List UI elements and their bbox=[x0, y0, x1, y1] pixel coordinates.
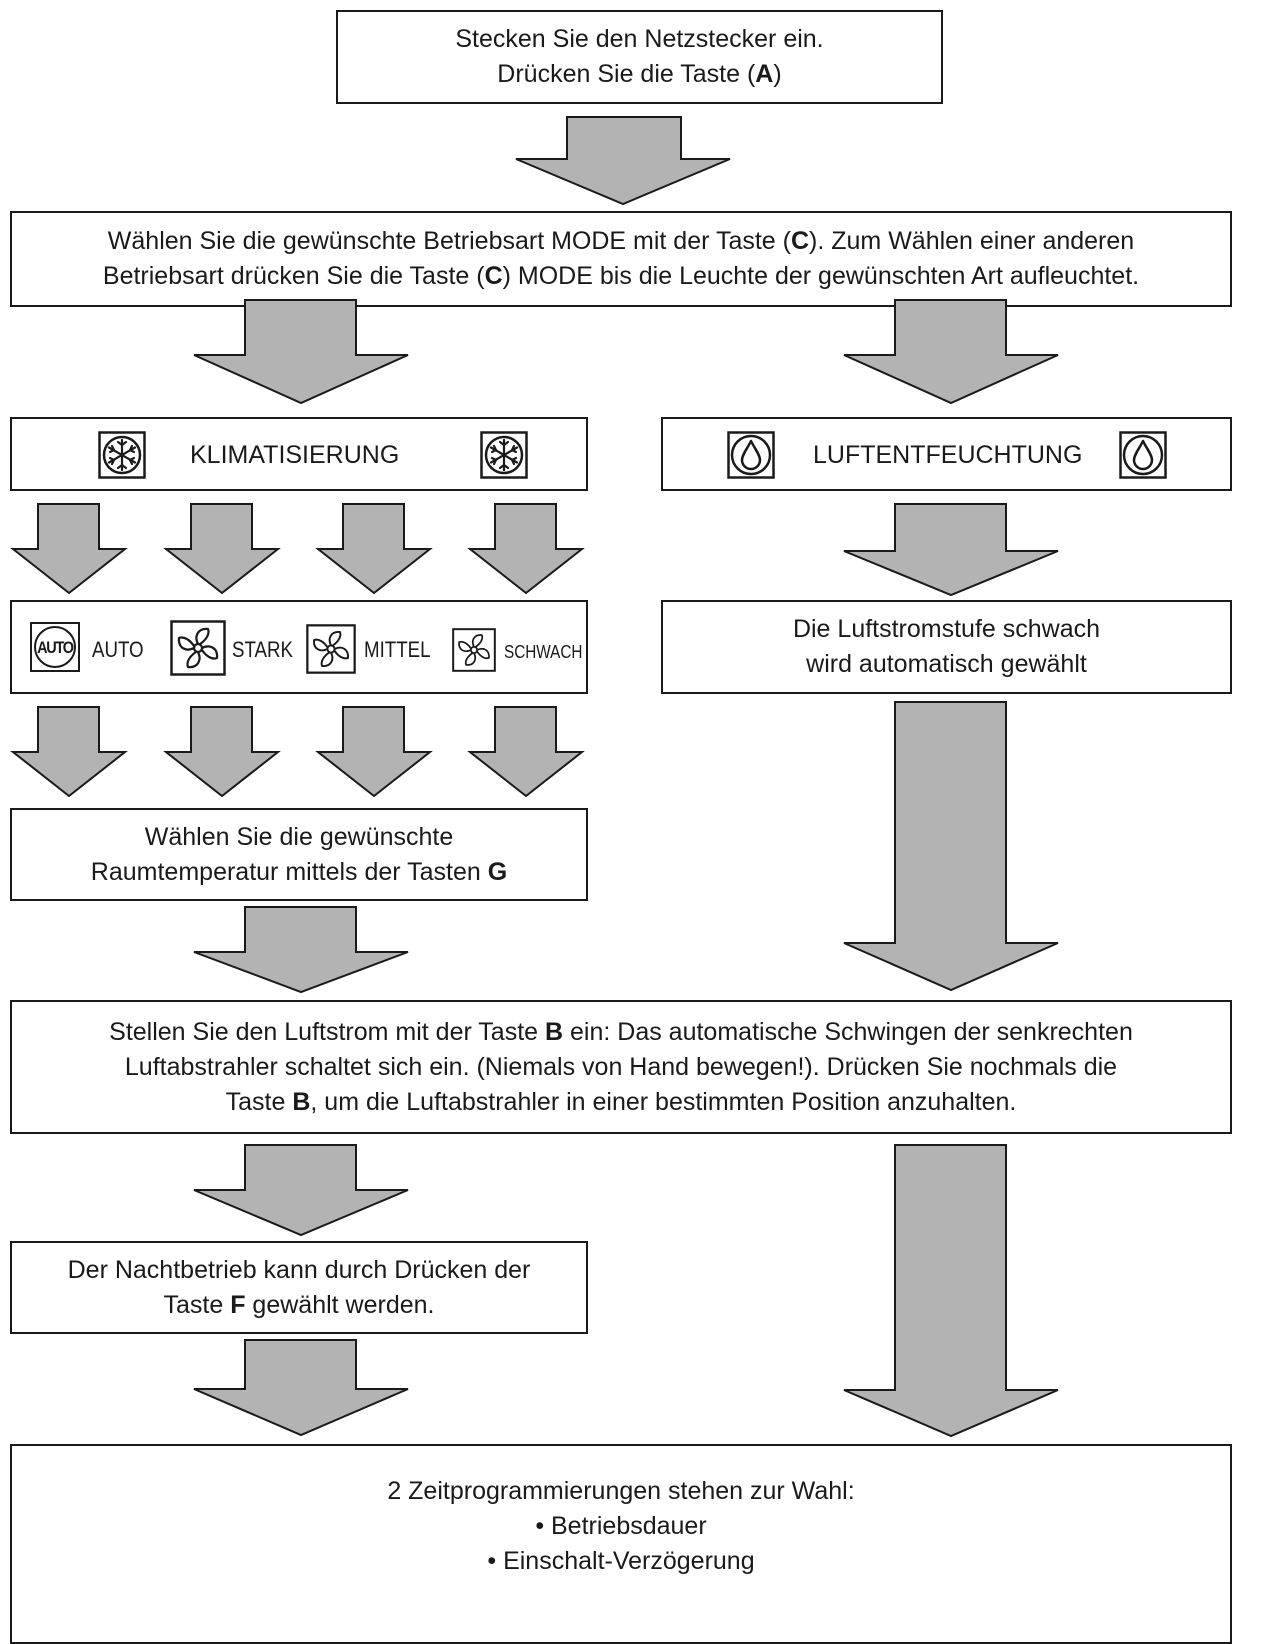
step-timer-line1: 2 Zeitprogrammierungen stehen zur Wahl: bbox=[387, 1477, 855, 1505]
flow-arrow bbox=[315, 503, 433, 595]
key-b: B bbox=[292, 1087, 311, 1116]
step-select-mode-line2: Betriebsart drücken Sie die Taste (C) MO… bbox=[102, 262, 1140, 290]
auto-icon: AUTO bbox=[30, 622, 80, 672]
water-drop-icon bbox=[1119, 431, 1167, 479]
step-airflow-line3: Taste B, um die Luftabstrahler in einer … bbox=[225, 1087, 1017, 1116]
flow-arrow bbox=[843, 299, 1059, 405]
fan-speed-medium-label: MITTEL bbox=[364, 637, 431, 662]
fan-speed-low-label: SCHWACH bbox=[504, 642, 583, 662]
step-night-mode: Der Nachtbetrieb kann durch Drücken der … bbox=[10, 1241, 588, 1334]
flow-arrow bbox=[10, 503, 128, 595]
snowflake-icon bbox=[98, 431, 146, 479]
mode-dehumidify-box: LUFTENTFEUCHTUNG bbox=[661, 417, 1232, 491]
flow-arrow bbox=[843, 1144, 1059, 1438]
step-night-mode-line1: Der Nachtbetrieb kann durch Drücken der bbox=[67, 1255, 531, 1284]
step-airflow: Stellen Sie den Luftstrom mit der Taste … bbox=[10, 1000, 1232, 1134]
fan-speed-auto-label: AUTO bbox=[92, 637, 144, 662]
step-timer: 2 Zeitprogrammierungen stehen zur Wahl: … bbox=[10, 1444, 1232, 1644]
flow-arrow bbox=[193, 906, 409, 994]
flow-arrow bbox=[163, 503, 281, 595]
step-night-mode-line2: Taste F gewählt werden. bbox=[163, 1290, 435, 1319]
flow-arrow bbox=[193, 1144, 409, 1237]
flow-arrow bbox=[515, 116, 731, 206]
key-c: C bbox=[484, 262, 503, 290]
mode-cooling-label: KLIMATISIERUNG bbox=[190, 441, 400, 469]
fan-icon bbox=[452, 628, 496, 672]
step-timer-bullet2: • Einschalt-Verzögerung bbox=[487, 1547, 755, 1575]
key-a: A bbox=[755, 60, 774, 88]
step-temperature-line1: Wählen Sie die gewünschte bbox=[144, 822, 454, 851]
flow-arrow bbox=[10, 706, 128, 798]
dehumidify-fan-note: Die Luftstromstufe schwach wird automati… bbox=[661, 600, 1232, 694]
flow-arrow bbox=[843, 503, 1059, 597]
dehumidify-fan-line2: wird automatisch gewählt bbox=[806, 650, 1087, 678]
step-airflow-line1: Stellen Sie den Luftstrom mit der Taste … bbox=[109, 1017, 1133, 1046]
step-select-mode: Wählen Sie die gewünschte Betriebsart MO… bbox=[10, 211, 1232, 307]
step-timer-bullet1: • Betriebsdauer bbox=[535, 1512, 707, 1540]
flow-arrow bbox=[467, 503, 585, 595]
flow-arrow bbox=[163, 706, 281, 798]
mode-cooling-box: KLIMATISIERUNG bbox=[10, 417, 588, 491]
key-f: F bbox=[230, 1290, 246, 1319]
key-g: G bbox=[487, 857, 508, 886]
step-power-on: Stecken Sie den Netzstecker ein. Drücken… bbox=[336, 10, 943, 104]
fan-icon bbox=[306, 624, 356, 674]
step-airflow-line2: Luftabstrahler schaltet sich ein. (Niema… bbox=[124, 1052, 1118, 1081]
water-drop-icon bbox=[727, 431, 775, 479]
flow-arrow bbox=[193, 299, 409, 405]
flow-arrow bbox=[467, 706, 585, 798]
step-select-mode-line1: Wählen Sie die gewünschte Betriebsart MO… bbox=[107, 227, 1135, 255]
key-b: B bbox=[545, 1017, 564, 1046]
dehumidify-fan-line1: Die Luftstromstufe schwach bbox=[792, 615, 1101, 643]
snowflake-icon bbox=[480, 431, 528, 479]
step-temperature-line2: Raumtemperatur mittels der Tasten G bbox=[90, 857, 508, 886]
fan-speed-high-label: STARK bbox=[232, 637, 293, 662]
fan-speed-box: AUTO AUTO STARK MITTEL SCHWACH bbox=[10, 600, 588, 694]
step-power-on-line1: Stecken Sie den Netzstecker ein. bbox=[455, 25, 824, 53]
step-power-on-line2: Drücken Sie die Taste (A) bbox=[497, 60, 782, 88]
flow-arrow bbox=[315, 706, 433, 798]
flow-arrow bbox=[843, 701, 1059, 992]
flow-arrow bbox=[193, 1339, 409, 1437]
key-c: C bbox=[790, 227, 810, 255]
step-temperature: Wählen Sie die gewünschte Raumtemperatur… bbox=[10, 808, 588, 901]
mode-dehumidify-label: LUFTENTFEUCHTUNG bbox=[813, 441, 1083, 469]
fan-icon bbox=[170, 620, 226, 676]
